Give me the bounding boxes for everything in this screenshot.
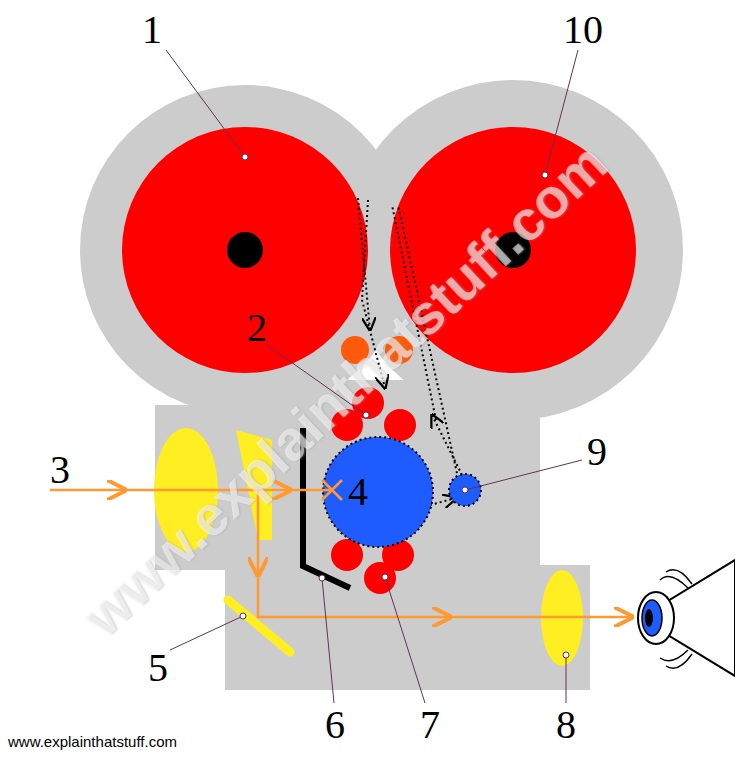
callout-number: 6 (325, 705, 345, 745)
sprocket-drum (323, 437, 433, 547)
eye (638, 560, 735, 676)
callout-number: 3 (50, 450, 70, 490)
callout-number: 4 (348, 472, 368, 512)
callout-number: 7 (420, 705, 440, 745)
source-url: www.explainthatstuff.com (8, 734, 177, 749)
callout-number: 2 (247, 308, 267, 348)
callout-number: 10 (563, 10, 603, 50)
callout-number: 9 (587, 432, 607, 472)
feed-reel (122, 127, 368, 373)
callout-number: 1 (142, 10, 162, 50)
sprocket (449, 474, 481, 506)
callout-number: 5 (148, 648, 168, 688)
callout-number: 8 (556, 705, 576, 745)
